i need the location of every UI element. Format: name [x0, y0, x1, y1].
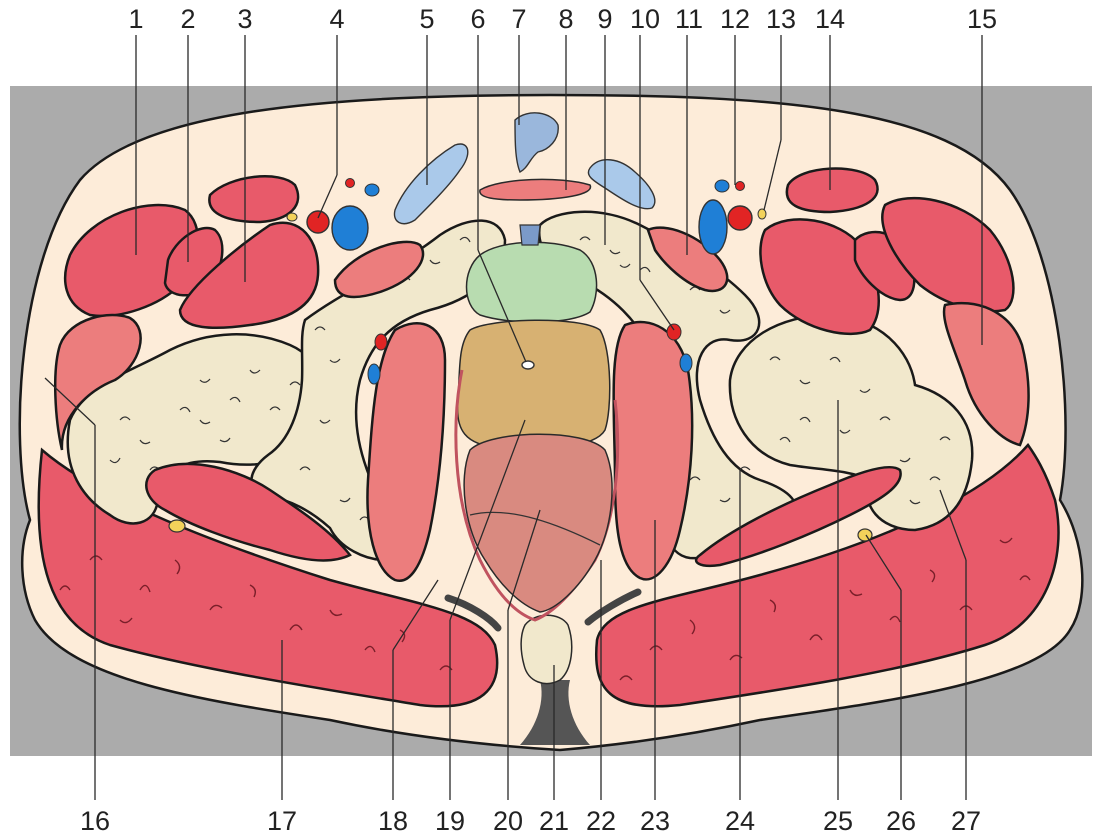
- top-labels: 1 2 3 4 5 6 7 8 9 10 11 12 13 14 15: [128, 4, 997, 34]
- label-17: 17: [267, 806, 297, 836]
- obturator-vein-left: [368, 364, 380, 384]
- label-19: 19: [435, 806, 465, 836]
- label-20: 20: [493, 806, 523, 836]
- femoral-nerve-right: [758, 209, 766, 219]
- label-24: 24: [725, 806, 755, 836]
- label-3: 3: [237, 4, 252, 34]
- urethra: [522, 361, 534, 369]
- small-artery-left: [346, 179, 355, 188]
- label-23: 23: [640, 806, 670, 836]
- small-artery-right: [736, 182, 745, 191]
- obturator-vein-right: [680, 354, 692, 372]
- label-12: 12: [720, 4, 750, 34]
- label-21: 21: [539, 806, 569, 836]
- femoral-artery-right: [728, 206, 752, 230]
- pubic-symphysis: [520, 225, 540, 245]
- small-vein-left: [365, 184, 379, 196]
- label-7: 7: [511, 4, 526, 34]
- label-8: 8: [558, 4, 573, 34]
- label-26: 26: [886, 806, 916, 836]
- bladder: [467, 242, 597, 322]
- sciatic-nerve-left: [169, 520, 185, 532]
- bottom-labels: 16 17 18 19 20 21 22 23 24 25 26 27: [80, 806, 981, 836]
- label-2: 2: [180, 4, 195, 34]
- femoral-artery-left: [307, 211, 329, 233]
- label-10: 10: [630, 4, 660, 34]
- label-9: 9: [597, 4, 612, 34]
- femoral-vein-right: [699, 200, 727, 254]
- label-11: 11: [675, 4, 703, 34]
- femoral-vein-left: [332, 206, 368, 250]
- anococcygeal-body: [521, 615, 572, 683]
- prostate: [457, 320, 609, 449]
- label-6: 6: [470, 4, 485, 34]
- label-14: 14: [815, 4, 845, 34]
- obturator-artery-right: [667, 324, 681, 340]
- sciatic-nerve-right: [858, 529, 872, 541]
- label-1: 1: [128, 4, 143, 34]
- label-4: 4: [329, 4, 344, 34]
- label-16: 16: [80, 806, 110, 836]
- label-25: 25: [823, 806, 853, 836]
- label-27: 27: [951, 806, 981, 836]
- obturator-artery-left: [375, 334, 387, 350]
- label-15: 15: [967, 4, 997, 34]
- label-22: 22: [586, 806, 616, 836]
- femoral-nerve-left: [287, 213, 297, 221]
- label-5: 5: [419, 4, 434, 34]
- small-vein-right: [715, 180, 729, 192]
- label-18: 18: [378, 806, 408, 836]
- tensor-right: [787, 169, 878, 212]
- label-13: 13: [766, 4, 796, 34]
